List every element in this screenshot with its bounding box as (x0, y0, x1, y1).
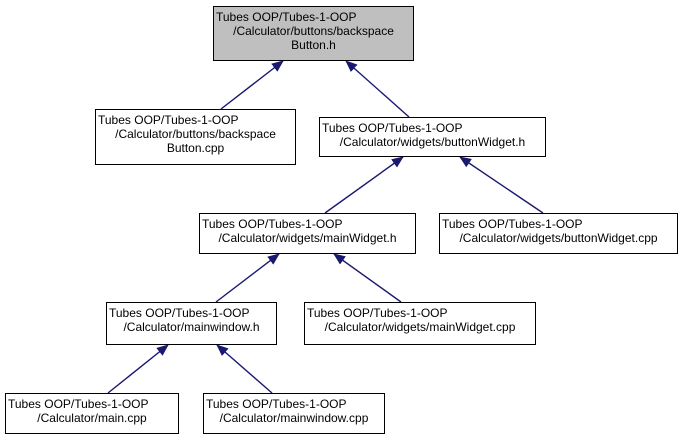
node-main-widget-cpp[interactable]: Tubes OOP/Tubes-1-OOP /Calculator/widget… (304, 302, 536, 345)
edge-main-widget-h-to-button-widget-h (324, 156, 404, 214)
node-line: /Calculator/widgets/mainWidget.h (218, 231, 397, 245)
node-button-widget-cpp[interactable]: Tubes OOP/Tubes-1-OOP /Calculator/widget… (439, 213, 678, 254)
node-line: /Calculator/mainwindow.h (123, 320, 260, 334)
edge-button-widget-cpp-to-button-widget-h (459, 156, 544, 214)
edge-button-widget-h-to-backspace-h (345, 60, 410, 118)
node-line: Tubes OOP/Tubes-1-OOP (322, 121, 463, 135)
node-line: /Calculator/widgets/mainWidget.cpp (324, 320, 516, 334)
node-line: Tubes OOP/Tubes-1-OOP (442, 217, 583, 231)
node-button-widget-h[interactable]: Tubes OOP/Tubes-1-OOP /Calculator/widget… (319, 117, 546, 157)
node-line: Tubes OOP/Tubes-1-OOP (202, 217, 343, 231)
node-line: Button.cpp (166, 141, 225, 155)
edge-mainwindow-h-to-main-widget-h (215, 253, 280, 303)
node-backspace-button-h[interactable]: Tubes OOP/Tubes-1-OOP /Calculator/button… (213, 6, 414, 61)
node-main-widget-h[interactable]: Tubes OOP/Tubes-1-OOP /Calculator/widget… (199, 213, 416, 254)
node-main-cpp[interactable]: Tubes OOP/Tubes-1-OOP /Calculator/main.c… (5, 393, 179, 434)
node-line: Button.h (291, 38, 336, 52)
node-line: /Calculator/widgets/buttonWidget.h (339, 135, 526, 149)
node-backspace-button-cpp[interactable]: Tubes OOP/Tubes-1-OOP /Calculator/button… (95, 109, 296, 165)
node-line: /Calculator/main.cpp (37, 411, 147, 425)
node-mainwindow-cpp[interactable]: Tubes OOP/Tubes-1-OOP /Calculator/mainwi… (203, 393, 385, 434)
node-line: Tubes OOP/Tubes-1-OOP (8, 397, 149, 411)
node-line: Tubes OOP/Tubes-1-OOP (109, 306, 250, 320)
node-mainwindow-h[interactable]: Tubes OOP/Tubes-1-OOP /Calculator/mainwi… (106, 302, 277, 345)
node-line: /Calculator/widgets/buttonWidget.cpp (459, 231, 658, 245)
edge-mainwindow-cpp-to-mainwindow-h (216, 344, 273, 394)
node-line: Tubes OOP/Tubes-1-OOP (206, 397, 347, 411)
node-line: Tubes OOP/Tubes-1-OOP (307, 306, 448, 320)
node-line: Tubes OOP/Tubes-1-OOP (98, 113, 239, 127)
node-line: /Calculator/mainwindow.cpp (219, 411, 369, 425)
node-line: /Calculator/buttons/backspace (115, 127, 276, 141)
edge-main-widget-cpp-to-main-widget-h (333, 253, 402, 303)
node-line: /Calculator/buttons/backspace (233, 24, 394, 38)
edge-main-cpp-to-mainwindow-h (107, 344, 169, 394)
edge-backspace-cpp-to-backspace-h (220, 60, 284, 110)
node-line: Tubes OOP/Tubes-1-OOP (216, 10, 357, 24)
